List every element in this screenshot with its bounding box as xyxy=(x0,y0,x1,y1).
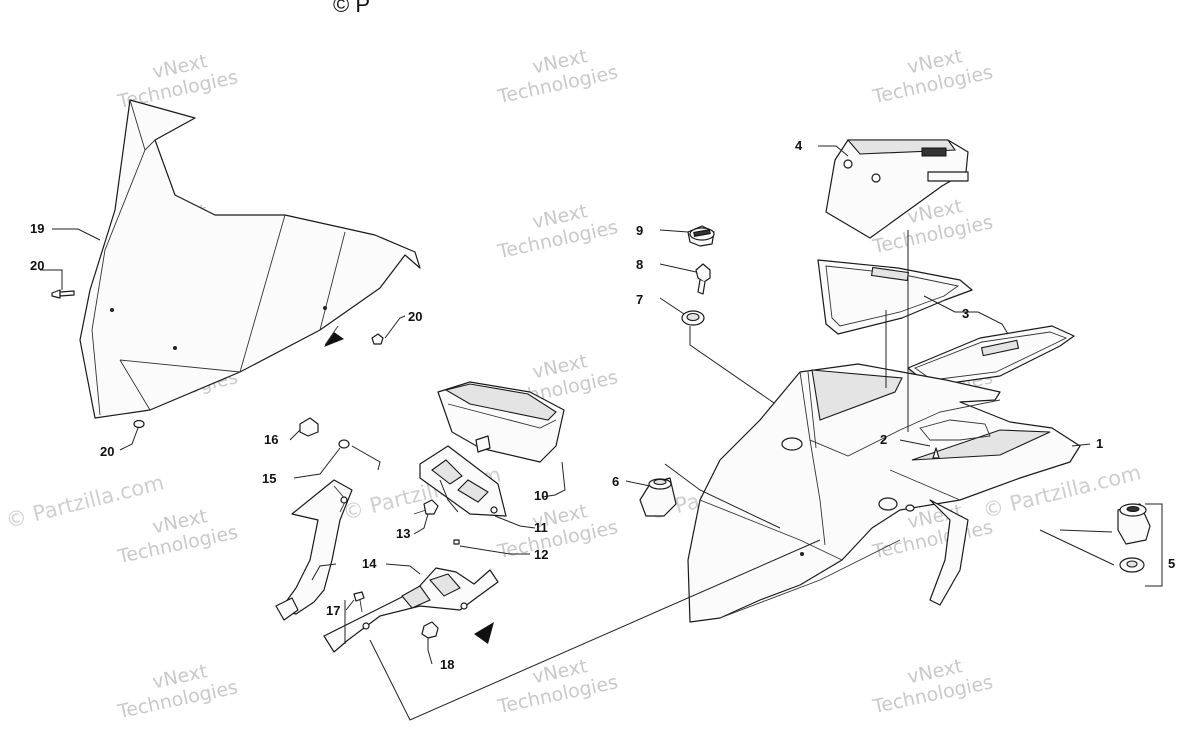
switch-part-6[interactable] xyxy=(639,477,677,517)
callout-2: 2 xyxy=(880,432,887,447)
callout-1: 1 xyxy=(1096,436,1103,451)
screw-part-20[interactable] xyxy=(371,333,384,345)
callout-17: 17 xyxy=(326,603,340,618)
partzilla-watermark: © Partzilla.com xyxy=(3,470,166,532)
callout-20: 20 xyxy=(408,309,422,324)
pin-part-12[interactable] xyxy=(453,539,460,545)
lens-part-3[interactable] xyxy=(907,325,1075,387)
nut-part-7[interactable] xyxy=(681,310,705,326)
bolt-part-13[interactable] xyxy=(413,499,439,515)
callout-19: 19 xyxy=(30,221,44,236)
mount-bracket-part-14[interactable] xyxy=(323,567,499,653)
fastener-part-2[interactable] xyxy=(919,419,991,459)
nut-part-18[interactable] xyxy=(421,621,439,639)
top-cover-part-4[interactable] xyxy=(825,139,969,239)
callout-16: 16 xyxy=(264,432,278,447)
callout-20: 20 xyxy=(100,444,114,459)
callout-labels: 1 2 3 4 5 6 7 8 9 10 11 12 13 14 15 16 1… xyxy=(30,138,1175,672)
callout-13: 13 xyxy=(396,526,410,541)
lens-part-3[interactable] xyxy=(817,259,973,335)
washer-part-15[interactable] xyxy=(338,439,350,449)
callout-20: 20 xyxy=(30,258,44,273)
callout-4: 4 xyxy=(795,138,803,153)
gauge-part-10[interactable] xyxy=(437,381,565,463)
callout-8: 8 xyxy=(636,257,643,272)
windshield-part-19[interactable] xyxy=(79,99,421,419)
direction-arrow-icon xyxy=(324,332,344,347)
callout-14: 14 xyxy=(362,556,377,571)
mount-bracket-part-14[interactable] xyxy=(275,479,353,621)
copyright-mark: © P xyxy=(333,0,370,17)
callout-5: 5 xyxy=(1168,556,1175,571)
screw-part-17[interactable] xyxy=(353,591,365,613)
outlet-part-5[interactable] xyxy=(1117,503,1151,573)
nut-part-16[interactable] xyxy=(299,417,319,437)
washer-part-20[interactable] xyxy=(133,419,145,429)
hood-part-1[interactable] xyxy=(687,363,1081,623)
callout-9: 9 xyxy=(636,223,643,238)
callout-15: 15 xyxy=(262,471,276,486)
callout-3: 3 xyxy=(962,306,969,321)
callout-11: 11 xyxy=(534,520,548,535)
key-part-8[interactable] xyxy=(695,263,711,295)
screw-part-20[interactable] xyxy=(51,289,75,299)
direction-arrow-icon xyxy=(474,622,494,644)
callout-6: 6 xyxy=(612,474,619,489)
callout-7: 7 xyxy=(636,292,643,307)
key-cap-part-9[interactable] xyxy=(687,225,715,247)
callout-10: 10 xyxy=(534,488,548,503)
callout-18: 18 xyxy=(440,657,454,672)
bracket-part-11[interactable] xyxy=(419,445,507,517)
callout-12: 12 xyxy=(534,547,548,562)
